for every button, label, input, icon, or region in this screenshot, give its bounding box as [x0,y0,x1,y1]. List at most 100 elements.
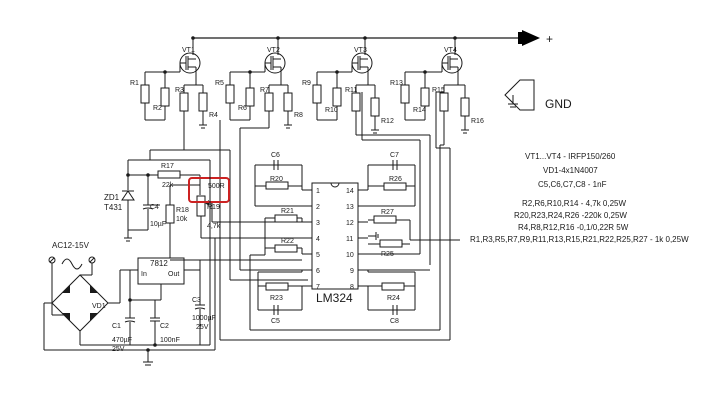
note-line-3: C5,C6,C7,C8 - 1nF [538,180,607,189]
r18-value: 10k [176,216,188,223]
stage-1 [140,38,208,150]
gnd-label: GND [545,97,572,111]
r12-label: R12 [381,118,394,125]
r15-label: R15 [432,87,445,94]
r10-label: R10 [325,107,338,114]
r4-label: R4 [209,112,218,119]
note-line-4: R2,R6,R10,R14 - 4,7k 0,25W [522,199,626,208]
note-line-2: VD1-4x1N4007 [543,166,598,175]
pin-2-label: 2 [316,204,320,211]
r19-trimmer [196,195,302,239]
regulator-out-label: Out [168,271,179,278]
r3-label: R3 [175,87,184,94]
regulator-wiring [150,159,216,350]
ic-right-pins [358,189,368,287]
feedback-mid-right [368,215,460,248]
c6-label: C6 [271,152,280,159]
r19-highlight-frame [188,177,230,203]
ic-left-pins [302,189,312,287]
pin-14-label: 14 [346,188,354,195]
note-line-1: VT1...VT4 - IRFP150/260 [525,152,616,161]
stage-3 [312,38,431,265]
vt1-label: VT1 [182,47,195,54]
return-wires [219,91,451,341]
r19-value: 4,7k [207,223,221,230]
feedback-bottom-left [257,270,303,315]
c3-voltage: 25V [196,324,209,331]
bridge-rectifier-icon [43,269,215,351]
r11-label: R11 [345,87,357,94]
ground-symbol-icon [504,79,535,111]
regulator-7812 [137,257,185,285]
ac-input-label: AC12-15V [52,241,90,250]
c4-label: C4 [150,204,159,211]
r19-trim-label: 500R [208,183,225,190]
vd1-label: VD1 [92,303,106,310]
note-line-7: R1,R3,R5,R7,R9,R11,R13,R15,R21,R22,R25,R… [470,235,689,244]
component-notes: VT1...VT4 - IRFP150/260 VD1-4x1N4007 C5,… [470,152,689,244]
c3-value: 1000µF [192,315,216,322]
r24-label: R24 [387,295,400,302]
r16-label: R16 [471,118,484,125]
r19-label: R19 [207,204,220,211]
lm324-label: LM324 [316,291,353,305]
pin-6-label: 6 [316,268,320,275]
r17-value: 22k [162,182,174,189]
zd1-type-label: T431 [104,203,123,212]
filter-caps [124,270,160,366]
vt3-label: VT3 [354,47,367,54]
r27-label: R27 [381,209,394,216]
c1-label: C1 [112,323,121,330]
r14-label: R14 [413,107,426,114]
pin-8-label: 8 [350,284,354,291]
r23-label: R23 [270,295,283,302]
c1-value: 470µF [112,337,132,344]
r7-label: R7 [260,87,269,94]
r8-label: R8 [294,112,303,119]
r1-label: R1 [130,80,139,87]
pin-1-label: 1 [316,188,320,195]
pin-5-label: 5 [316,252,320,259]
pin-9-label: 9 [350,268,354,275]
zd1-label: ZD1 [104,193,120,202]
feedback-bottom-right [367,253,430,315]
r6-label: R6 [238,105,247,112]
pin-11-label: 11 [346,236,353,243]
r2-label: R2 [153,105,162,112]
r21-label: R21 [281,208,294,215]
pin-13-label: 13 [346,204,354,211]
note-line-6: R4,R8,R12,R16 -0,1/0,22R 5W [518,223,629,232]
c3-label: C3 [192,297,201,304]
junction-dots [126,36,457,352]
pin-3-label: 3 [316,220,320,227]
positive-bus [193,30,540,46]
vt2-label: VT2 [267,47,280,54]
feedback-mid-left [250,214,303,256]
r5-label: R5 [215,80,224,87]
note-line-5: R20,R23,R24,R26 -220k 0,25W [514,211,627,220]
c8-label: C8 [390,318,399,325]
c7-label: C7 [390,152,399,159]
pin-10-label: 10 [346,252,354,259]
vt4-label: VT4 [444,47,457,54]
r26-label: R26 [389,176,402,183]
pin-12-label: 12 [346,220,354,227]
regulator-name: 7812 [150,259,168,268]
r13-label: R13 [390,80,403,87]
c2-label: C2 [160,323,169,330]
plus-terminal-label: + [546,32,553,46]
c2-value: 100nF [160,337,180,344]
c1-voltage: 25V [112,346,125,353]
r17-label: R17 [161,163,174,170]
regulator-in-label: In [141,271,147,278]
c5-label: C5 [271,318,280,325]
pin-7-label: 7 [316,284,320,291]
r18-label: R18 [176,207,189,214]
stage-2 [225,38,293,270]
lm324-chip [311,182,359,290]
feedback-top-left [254,160,303,207]
c4-value: 10µF [150,221,166,228]
r22-label: R22 [281,238,294,245]
reference-section [121,149,302,261]
